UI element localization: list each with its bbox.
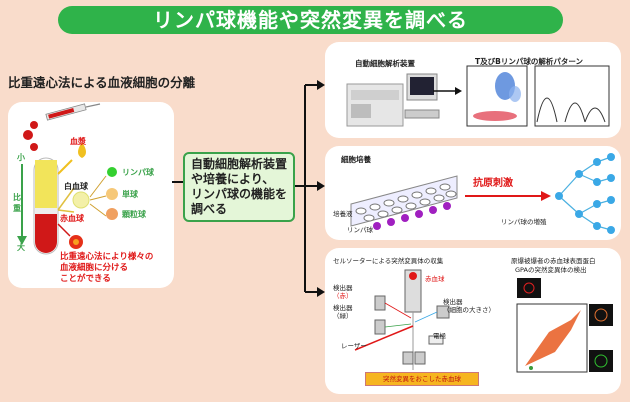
label-lymphocyte: リンパ球 [122,168,154,177]
proliferation-tree-icon [555,153,615,234]
device-label: 自動細胞解析装置 [355,59,415,68]
granulocyte-icon [106,208,118,220]
electrode-label: 電極 [433,332,446,340]
label-heavy: 大 [17,243,25,252]
stim-arrow [465,191,551,201]
culture-panel: 細胞培養 培養液 リンパ球 抗原刺激 リンパ球の増殖 [325,146,621,240]
left-caption: 比重遠心法により様々の 血液細胞に分ける ことができる [60,252,154,284]
detector-green-1: 検出器 [333,304,353,312]
proliferation-label: リンパ球の増殖 [501,218,547,226]
analyzer-device-icon [346,73,440,127]
label-monocyte: 単球 [122,190,138,199]
culture-plate-icon [350,175,458,230]
mutant-rbc-label: 突然変異をおこした赤血球 [365,372,479,386]
detector-green-2: （緑） [333,312,353,320]
label-gravity-2: 重 [13,204,21,213]
culture-title: 細胞培養 [341,155,371,164]
pattern-arrow [433,87,462,95]
label-light: 小 [17,153,25,162]
blood-drop-icon [30,121,38,129]
sorter-diagram [354,269,450,370]
left-heading: 比重遠心法による血液細胞の分離 [8,75,196,90]
analyzer-panel: 自動細胞解析装置 T及びBリンパ球の解析パターン [325,42,621,138]
label-plasma: 血漿 [70,137,86,146]
title-banner: リンパ球機能や突然変異を調べる [58,6,563,34]
detector-red-2: （赤） [333,292,353,300]
wbc-cell-icon [72,191,90,209]
plasma-drop-icon [78,142,86,158]
lymphocyte-icon [107,167,117,177]
sorter-title: セルソーターによる突然変異体の収集 [333,257,444,265]
laser-label: レーザー [341,342,367,350]
label-rbc: 赤血球 [60,214,84,223]
gpa-title-2: GPAの突然変異体の検出 [515,266,587,274]
sorter-panel: セルソーターによる突然変異体の収集 原爆被爆者の赤血球表面蛋白 GPAの突然変異… [325,248,621,394]
pattern-label: T及びBリンパ球の解析パターン [475,57,583,66]
rbc-label: 赤血球 [425,275,445,283]
left-connector-arrow [172,181,184,183]
analysis-plots [466,65,610,127]
center-description-box: 自動細胞解析装置 や培養により、 リンパ球の機能を 調べる [183,152,295,222]
label-gravity-1: 比 [13,193,21,202]
label-wbc: 白血球 [64,182,88,191]
monocyte-icon [106,188,118,200]
label-granulocyte: 顆粒球 [122,210,146,219]
gpa-title-1: 原爆被爆者の赤血球表面蛋白 [511,257,596,265]
syringe-icon [45,103,101,121]
centrifuge-illustration [17,103,118,255]
plate-label: 培養液 [333,210,353,218]
cell-label: リンパ球 [347,226,373,234]
gpa-plots [516,278,613,373]
detector-size-1: 検出器 [443,298,463,306]
detector-size-2: （細胞の大きさ） [443,306,495,314]
branch-arrows [295,80,325,297]
centrifuge-panel: 血漿 白血球 赤血球 リンパ球 単球 顆粒球 小 比 重 大 [8,102,174,288]
antigen-stim-label: 抗原刺激 [473,178,513,189]
detector-red-1: 検出器 [333,284,353,292]
